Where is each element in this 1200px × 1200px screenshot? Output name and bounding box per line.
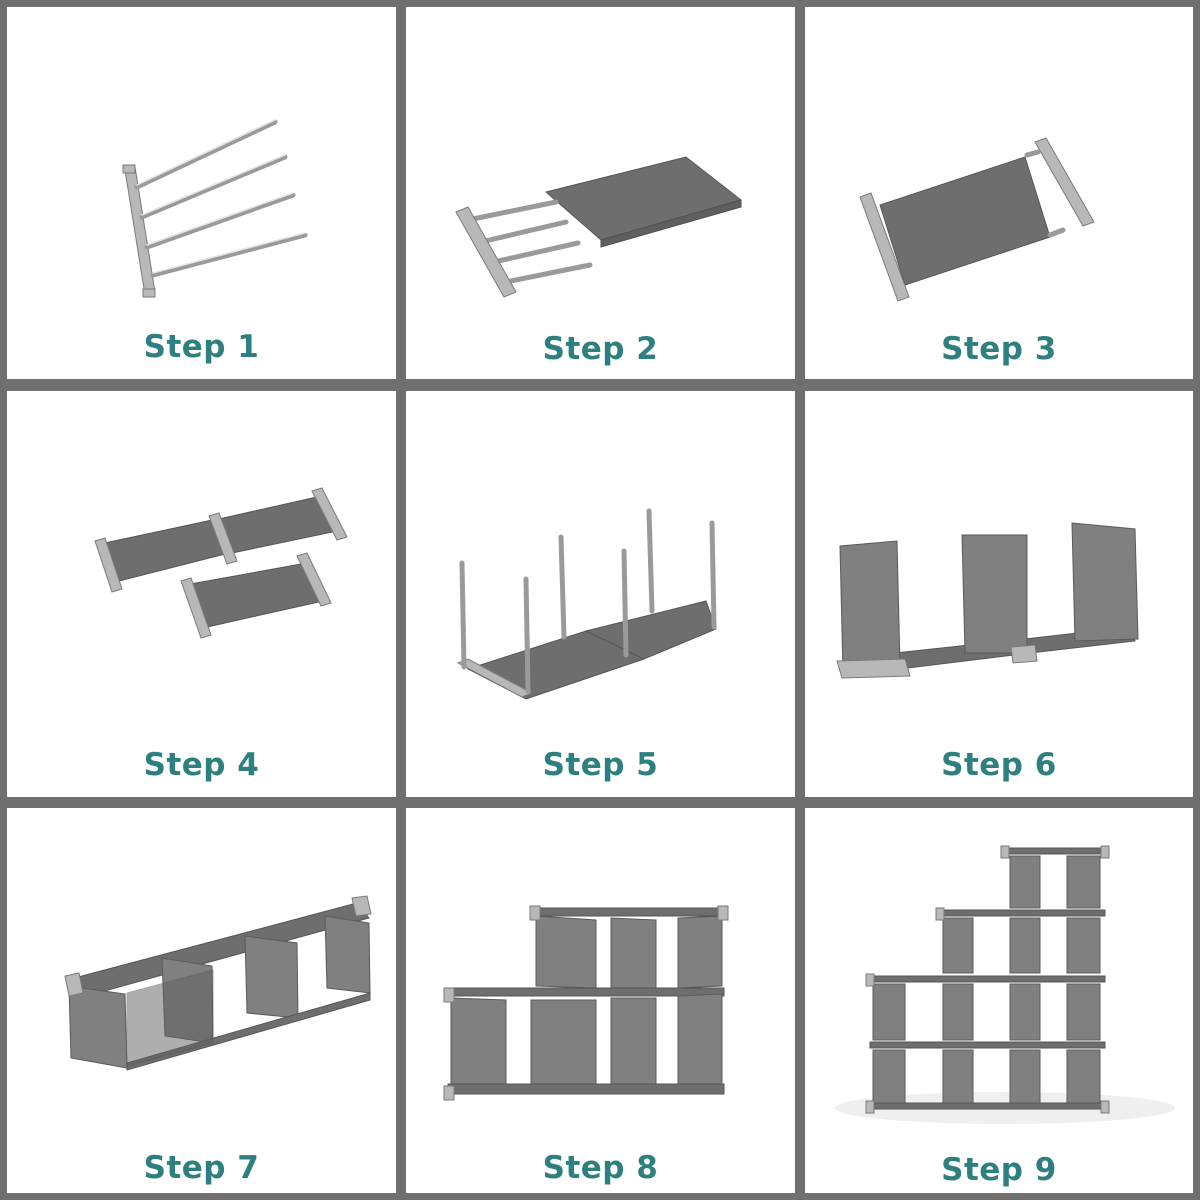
step-7-panel: Step 7 [7,808,396,1193]
step-4-panel: Step 4 [7,391,396,797]
step-4-illustration [7,391,396,797]
step-6-label: Step 6 [805,747,1193,783]
step-3-label: Step 3 [805,331,1193,367]
step-5-label: Step 5 [406,747,795,783]
step-1-label: Step 1 [7,329,396,365]
step-8-label: Step 8 [406,1150,795,1186]
step-4-label: Step 4 [7,747,396,783]
step-2-label: Step 2 [406,331,795,367]
step-8-panel: Step 8 [406,808,795,1193]
step-9-panel: Step 9 [805,808,1193,1193]
step-7-label: Step 7 [7,1150,396,1186]
step-1-panel: Step 1 [7,7,396,379]
step-6-panel: Step 6 [805,391,1193,797]
step-5-panel: Step 5 [406,391,795,797]
step-1-illustration [7,7,396,379]
step-3-panel: Step 3 [805,7,1193,379]
step-3-illustration [805,7,1193,379]
step-7-illustration [7,808,396,1193]
step-8-illustration [406,808,795,1193]
step-9-label: Step 9 [805,1152,1193,1188]
step-2-panel: Step 2 [406,7,795,379]
step-9-illustration [805,808,1193,1193]
step-6-illustration [805,391,1193,797]
step-5-illustration [406,391,795,797]
step-2-illustration [406,7,795,379]
